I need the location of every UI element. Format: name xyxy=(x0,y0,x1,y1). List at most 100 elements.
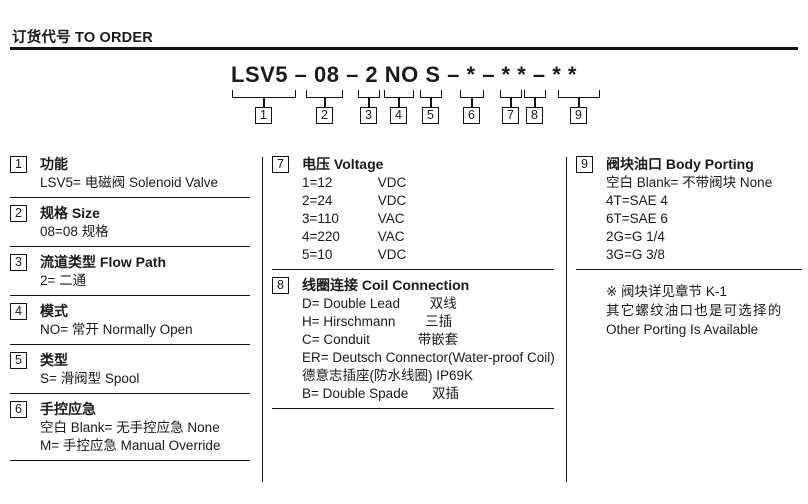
option-value: 双线 xyxy=(429,296,457,311)
callout-stem-8 xyxy=(534,97,536,108)
option-key: 2=24 xyxy=(302,193,333,208)
spec-option: D= Double Lead 双线 xyxy=(302,295,554,313)
option-key: S= xyxy=(40,371,57,386)
spec-title-5: 类型 xyxy=(40,352,68,368)
callout-number-7: 7 xyxy=(502,107,519,124)
option-value: 滑阀型 Spool xyxy=(60,371,140,386)
callout-number-2: 2 xyxy=(316,107,333,124)
option-key: H= Hirschmann xyxy=(302,314,396,329)
callout-stem-7 xyxy=(510,97,512,108)
spec-block-9: 9 阀块油口 Body Porting 空白 Blank= 不带阀块 None … xyxy=(576,155,802,270)
callout-number-9: 9 xyxy=(570,107,587,124)
callout-number-6: 6 xyxy=(463,107,480,124)
callout-number-3: 3 xyxy=(360,107,377,124)
page-title: 订货代号 TO ORDER xyxy=(12,30,153,46)
spec-option: 4=220 VAC xyxy=(302,228,554,246)
option-key: 1=12 xyxy=(302,175,333,190)
option-value: 无手控应急 None xyxy=(116,420,220,435)
option-value: VDC xyxy=(377,193,407,208)
callout-stem-5 xyxy=(430,97,432,108)
spec-title-7: 电压 Voltage xyxy=(302,156,384,172)
option-key: C= Conduit xyxy=(302,332,370,347)
option-key: 08=08 xyxy=(40,224,78,239)
spec-option: 空白 Blank= 无手控应急 None xyxy=(40,419,250,437)
option-key: 3=110 xyxy=(302,211,339,226)
spec-title-1: 功能 xyxy=(40,156,68,172)
option-key: M= xyxy=(40,438,60,453)
callout-number-1: 1 xyxy=(255,107,272,124)
spec-title-6: 手控应急 xyxy=(40,401,96,417)
option-key: 4T=SAE 4 xyxy=(606,193,668,208)
spec-number-8: 8 xyxy=(272,277,289,294)
spec-block-6: 6 手控应急 空白 Blank= 无手控应急 None M= 手控应急 Manu… xyxy=(10,400,250,461)
spec-block-5: 5 类型 S= 滑阀型 Spool xyxy=(10,351,250,394)
spec-option: NO= 常开 Normally Open xyxy=(40,321,250,339)
spec-option: 德意志插座(防水线圈) IP69K xyxy=(302,367,554,385)
spec-option: H= Hirschmann 三插 xyxy=(302,313,554,331)
callout-bracket-group: 1 2 3 4 5 6 7 8 9 xyxy=(0,90,808,132)
spec-option: 6T=SAE 6 xyxy=(606,210,802,228)
option-key: 5=10 xyxy=(302,247,333,262)
body-porting-note: ※ 阀块详见章节 K-1 其它螺纹油口也是可选择的 Other Porting … xyxy=(576,276,802,339)
spec-block-2: 2 规格 Size 08=08 规格 xyxy=(10,204,250,247)
spec-option: 4T=SAE 4 xyxy=(606,192,802,210)
option-value: VAC xyxy=(377,211,405,226)
column-divider-1 xyxy=(262,157,264,482)
header-divider xyxy=(10,47,798,50)
note-line: ※ 阀块详见章节 K-1 xyxy=(606,284,727,299)
callout-stem-1 xyxy=(263,97,265,108)
option-key: 2G=G 1/4 xyxy=(606,229,665,244)
callout-stem-3 xyxy=(368,97,370,108)
option-value: 常开 Normally Open xyxy=(71,322,193,337)
option-value: 双插 xyxy=(431,386,459,401)
option-key: 3G=G 3/8 xyxy=(606,247,665,262)
option-value: 二通 xyxy=(59,273,87,288)
callout-stem-4 xyxy=(398,97,400,108)
spec-number-5: 5 xyxy=(10,352,27,369)
option-value: 三插 xyxy=(425,314,453,329)
spec-block-8: 8 线圈连接 Coil Connection D= Double Lead 双线… xyxy=(272,276,555,409)
column-divider-2 xyxy=(566,157,568,482)
option-value: VDC xyxy=(377,175,407,190)
callout-number-8: 8 xyxy=(526,107,543,124)
option-key: B= Double Spade xyxy=(302,386,409,401)
spec-number-3: 3 xyxy=(10,254,27,271)
spec-block-3: 3 流道类型 Flow Path 2= 二通 xyxy=(10,253,250,296)
spec-title-9: 阀块油口 Body Porting xyxy=(606,156,754,172)
spec-number-9: 9 xyxy=(576,156,593,173)
spec-option: S= 滑阀型 Spool xyxy=(40,370,250,388)
order-code-string: LSV5 – 08 – 2 NO S – * – * * – * * xyxy=(231,62,577,87)
callout-stem-6 xyxy=(471,97,473,108)
spec-number-2: 2 xyxy=(10,205,27,222)
spec-option: 5=10 VDC xyxy=(302,246,554,264)
spec-option: C= Conduit 带嵌套 xyxy=(302,331,554,349)
option-value: 不带阀块 None xyxy=(682,175,773,190)
spec-number-6: 6 xyxy=(10,401,27,418)
spec-option: 3=110 VAC xyxy=(302,210,554,228)
option-value: VAC xyxy=(377,229,405,244)
spec-option: 空白 Blank= 不带阀块 None xyxy=(606,174,802,192)
spec-block-7: 7 电压 Voltage 1=12 VDC 2=24 VDC 3=110 VAC… xyxy=(272,155,554,270)
spec-option: 2=24 VDC xyxy=(302,192,554,210)
option-key: 空白 Blank= xyxy=(606,175,679,190)
option-value: VDC xyxy=(377,247,407,262)
spec-option: 2= 二通 xyxy=(40,272,250,290)
spec-option: B= Double Spade 双插 xyxy=(302,385,554,403)
callout-stem-9 xyxy=(578,97,580,108)
spec-option: M= 手控应急 Manual Override xyxy=(40,437,250,455)
spec-block-1: 1 功能 LSV5= 电磁阀 Solenoid Valve xyxy=(10,155,250,198)
spec-option: 2G=G 1/4 xyxy=(606,228,802,246)
spec-title-8: 线圈连接 Coil Connection xyxy=(302,277,470,293)
option-key: D= Double Lead xyxy=(302,296,400,311)
option-value: 电磁阀 Solenoid Valve xyxy=(84,175,218,190)
spec-number-1: 1 xyxy=(10,156,27,173)
spec-block-4: 4 模式 NO= 常开 Normally Open xyxy=(10,302,250,345)
spec-option: ER= Deutsch Connector(Water-proof Coil) xyxy=(302,349,555,367)
option-key: LSV5= xyxy=(40,175,81,190)
note-line: Other Porting Is Available xyxy=(606,322,759,337)
option-value: 手控应急 Manual Override xyxy=(62,438,221,453)
option-key: 德意志插座(防水线圈) IP69K xyxy=(302,368,474,383)
spec-number-7: 7 xyxy=(272,156,289,173)
option-key: ER= Deutsch Connector(Water-proof Coil) xyxy=(302,350,555,365)
callout-number-5: 5 xyxy=(422,107,439,124)
